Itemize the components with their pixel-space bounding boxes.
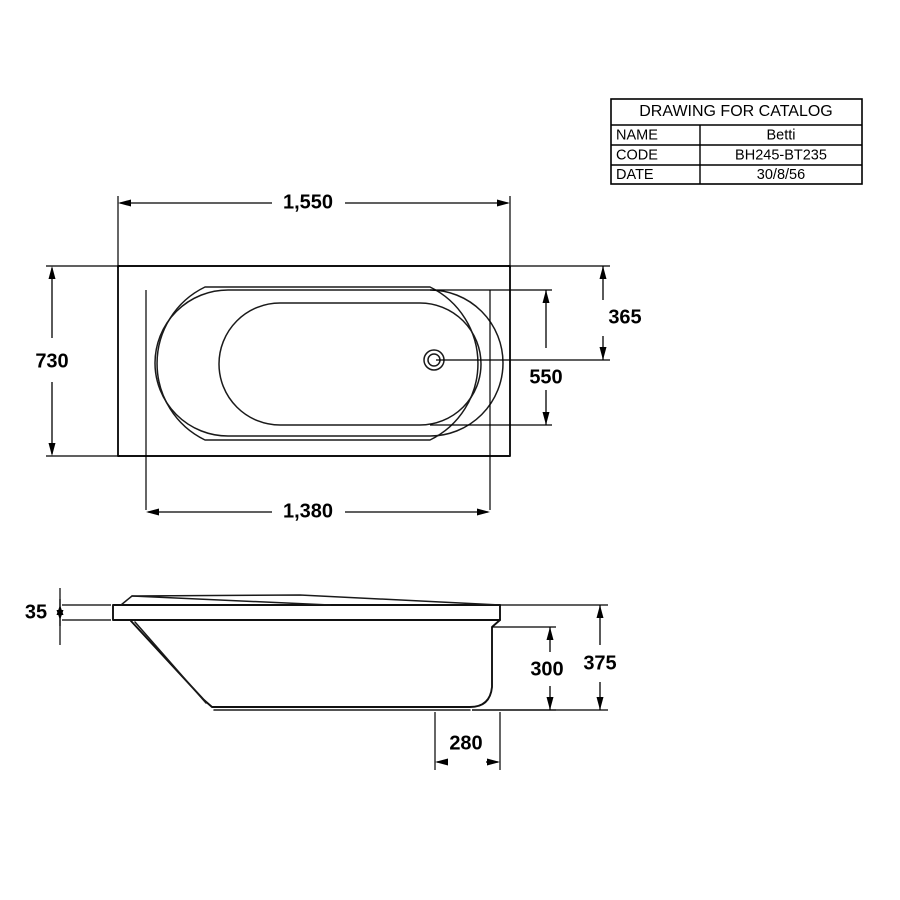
title-block-value-name: Betti xyxy=(766,127,795,143)
section-rim-top-edge xyxy=(120,594,501,606)
dimension-label-35: 35 xyxy=(25,601,47,623)
dimension-label-300: 300 xyxy=(530,658,563,680)
section-rim-slab xyxy=(112,604,501,621)
section-rim-inner-fold xyxy=(131,595,331,606)
top-view-shell-outline xyxy=(156,286,479,441)
dimension-label-375: 375 xyxy=(583,652,616,674)
dimension-label-550: 550 xyxy=(529,366,562,388)
dimension-label-1380: 1,380 xyxy=(283,500,333,522)
title-block: DRAWING FOR CATALOG NAME Betti CODE BH24… xyxy=(610,98,863,185)
dimension-label-280: 280 xyxy=(449,732,482,754)
title-block-value-code: BH245-BT235 xyxy=(735,147,827,163)
section-inner-wall xyxy=(134,621,207,704)
dimension-overall-length: 1,550 xyxy=(117,191,511,268)
dimension-drain-offset: 365 xyxy=(436,265,642,361)
dimension-label-1550: 1,550 xyxy=(283,191,333,213)
top-view-outer-rim xyxy=(117,265,511,457)
title-block-key-date: DATE xyxy=(616,167,654,183)
dimension-inner-length: 1,380 xyxy=(145,290,491,522)
dimension-base-offset: 280 xyxy=(434,712,501,770)
top-view-basin-outline xyxy=(218,302,482,426)
title-block-header: DRAWING FOR CATALOG xyxy=(639,103,832,120)
dimension-overall-width: 730 xyxy=(35,265,120,457)
dimension-inner-depth: 300 xyxy=(472,626,564,711)
title-block-value-date: 30/8/56 xyxy=(757,167,805,183)
section-body-profile xyxy=(130,619,501,708)
dimension-inner-width: 550 xyxy=(430,289,563,426)
title-block-key-code: CODE xyxy=(616,147,658,163)
section-view-group: 35 375 300 xyxy=(25,588,617,770)
top-view-group: 1,550 730 1,380 xyxy=(35,191,641,522)
title-block-border xyxy=(610,98,863,185)
dimension-label-365: 365 xyxy=(608,306,641,328)
dimension-rim-thickness: 35 xyxy=(25,588,111,645)
title-block-key-name: NAME xyxy=(616,127,658,143)
dimension-label-730: 730 xyxy=(35,350,68,372)
